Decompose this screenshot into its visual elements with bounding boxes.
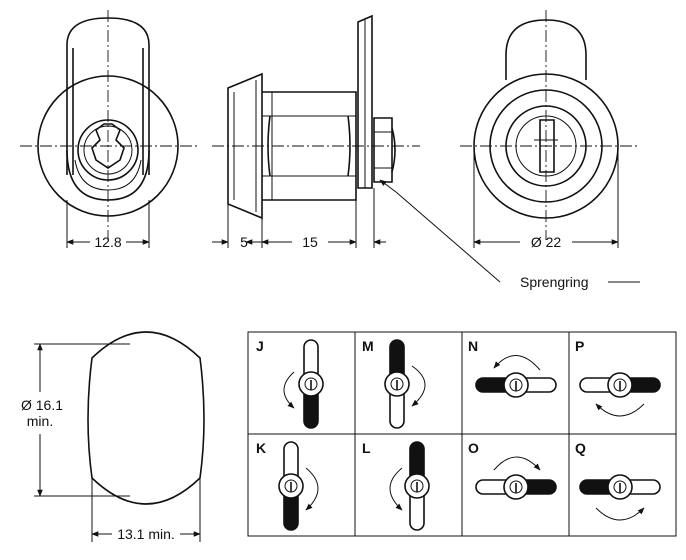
option-Q-label: Q xyxy=(575,440,586,456)
rear-view: Ø 22 xyxy=(460,10,640,250)
option-O-diagram xyxy=(475,456,557,500)
front-width-dimension: 12.8 xyxy=(94,234,121,250)
option-N-diagram xyxy=(475,355,557,398)
option-M-diagram xyxy=(384,339,426,429)
cutout-height-dimension: Ø 16.1 xyxy=(21,397,63,413)
front-view: 12.8 xyxy=(20,10,200,250)
option-K-label: K xyxy=(256,440,266,456)
option-J-diagram xyxy=(283,339,324,429)
cutout-height-min: min. xyxy=(27,413,53,429)
rear-diameter-dimension: Ø 22 xyxy=(531,234,562,250)
option-M-label: M xyxy=(362,338,374,354)
option-P-label: P xyxy=(575,338,584,354)
side-view: 5 15 Sprengring xyxy=(212,14,640,290)
option-P-diagram xyxy=(579,372,661,417)
option-N-label: N xyxy=(468,338,478,354)
option-Q-diagram xyxy=(579,474,661,521)
panel-cutout-view: Ø 16.1 min. 13.1 min. xyxy=(21,331,205,542)
cutout-width-dimension: 13.1 min. xyxy=(117,526,175,542)
flange-thickness-dimension: 5 xyxy=(240,234,248,250)
option-L-diagram xyxy=(389,441,430,531)
body-length-dimension: 15 xyxy=(302,234,318,250)
option-O-label: O xyxy=(468,440,479,456)
rotation-options-grid: J M N P K L O Q xyxy=(247,331,677,537)
sprengring-label: Sprengring xyxy=(520,274,589,290)
option-L-label: L xyxy=(362,440,371,456)
option-J-label: J xyxy=(256,338,264,354)
option-K-diagram xyxy=(278,441,319,531)
